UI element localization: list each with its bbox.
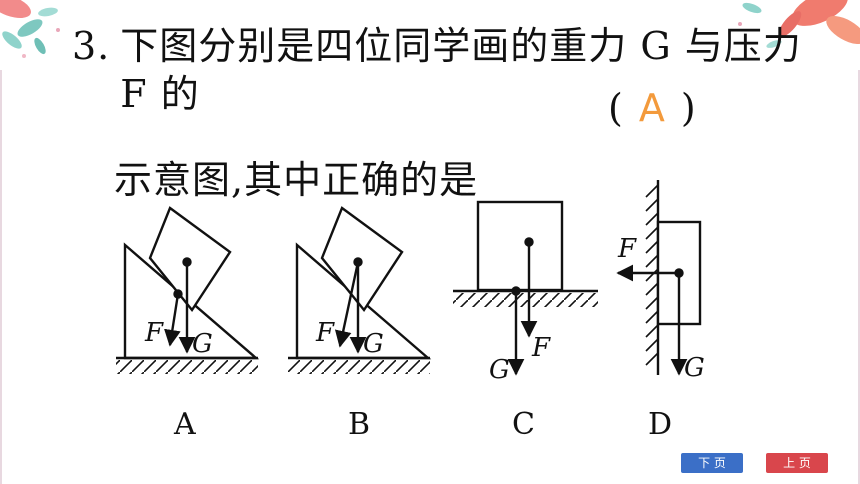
pressure-arrow	[334, 261, 360, 348]
ground-hatch	[116, 360, 258, 374]
question-line-2: 示意图,其中正确的是	[114, 156, 832, 204]
caption-b: B	[348, 407, 370, 442]
label-g-b: G	[363, 329, 384, 359]
block	[320, 206, 404, 313]
bracket-open: (	[608, 86, 623, 130]
pressure-arrow	[164, 293, 181, 347]
figure-a	[116, 206, 260, 374]
left-border-line	[0, 70, 2, 484]
next-page-button[interactable]: 下 页	[681, 453, 743, 473]
right-border-line	[858, 70, 860, 484]
caption-c: C	[512, 407, 535, 442]
ground-hatch	[288, 360, 430, 374]
question-stem: 下图分别是四位同学画的重力 G 与压力 F 的	[120, 24, 802, 116]
figure-b	[288, 206, 432, 374]
figure-c	[453, 200, 598, 376]
wall-hatch	[645, 184, 659, 366]
decorative-leaves	[0, 0, 860, 58]
block	[476, 200, 564, 292]
caption-d: D	[648, 407, 672, 442]
label-f-c: F	[531, 333, 551, 363]
label-f-a: F	[144, 318, 164, 348]
question-stem-continued: 示意图,其中正确的是	[114, 158, 479, 202]
label-g-d: G	[684, 353, 705, 383]
answer-text: A	[638, 86, 665, 130]
question-line-1: 3. 下图分别是四位同学画的重力 G 与压力 F 的	[72, 22, 832, 118]
answer-bracket: ( A )	[608, 86, 696, 130]
label-g-c: G	[489, 355, 510, 385]
leaf-cluster-right	[738, 0, 860, 48]
prev-page-button[interactable]: 上 页	[766, 453, 828, 473]
caption-a: A	[173, 407, 196, 442]
bracket-close: )	[680, 86, 696, 130]
ground-hatch	[453, 293, 598, 307]
figure-d	[616, 180, 702, 376]
question-text: 3. 下图分别是四位同学画的重力 G 与压力 F 的 示意图,其中正确的是	[72, 22, 832, 204]
label-f-b: F	[315, 318, 335, 348]
label-g-a: G	[192, 329, 213, 359]
label-f-d: F	[617, 234, 637, 264]
leaf-cluster-left	[0, 0, 60, 58]
question-number: 3.	[72, 24, 111, 68]
